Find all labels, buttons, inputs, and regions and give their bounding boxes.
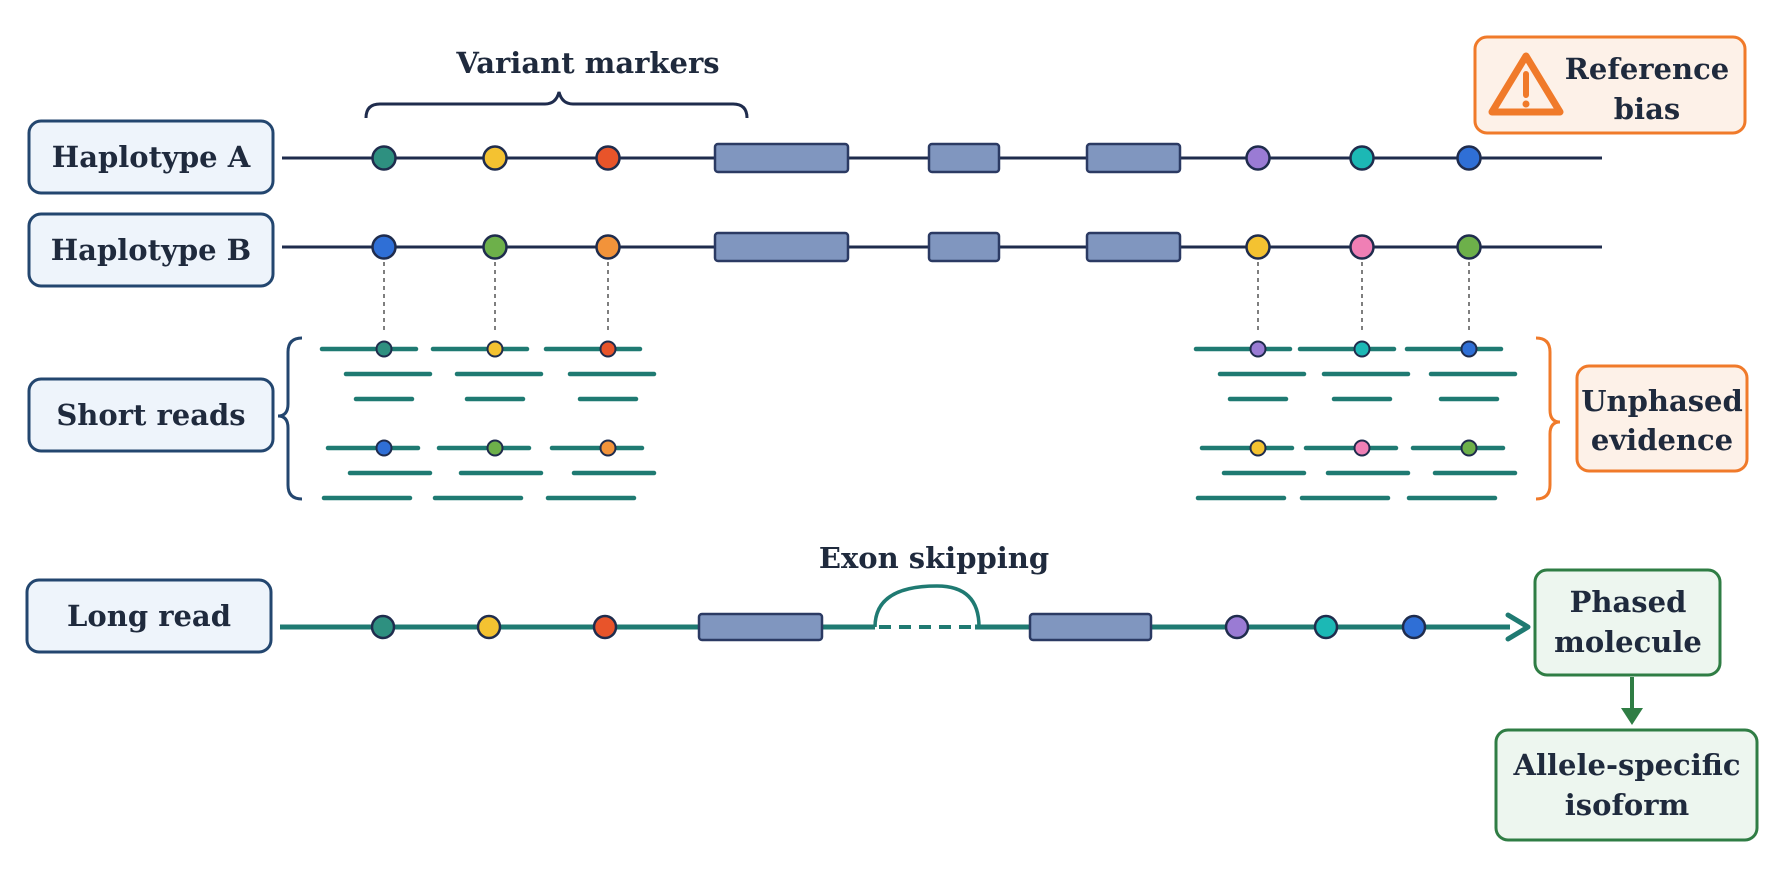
short-read-variant-marker xyxy=(1353,340,1371,358)
haplotype-b-exon xyxy=(1085,231,1182,263)
haplotype-b-label: Haplotype B xyxy=(51,233,251,267)
reference-bias-line2: bias xyxy=(1614,92,1680,126)
haplotype-a-label-box xyxy=(27,119,275,195)
long-read-markers xyxy=(370,614,1427,640)
reference-bias-line1: Reference xyxy=(1565,52,1729,86)
haplotype-a-exon xyxy=(1085,142,1182,174)
exon-skipping-arc xyxy=(873,584,981,628)
short-read-variant-marker xyxy=(486,340,504,358)
long-read-label: Long read xyxy=(67,599,231,633)
haplotype-b-variant-marker xyxy=(1456,234,1482,260)
short-read-variant-marker xyxy=(1353,439,1371,457)
haplotype-a-variant-marker xyxy=(1245,145,1271,171)
phased-molecule-line2: molecule xyxy=(1554,625,1702,659)
haplotype-a-variant-marker xyxy=(482,145,508,171)
variant-markers-title: Variant markers xyxy=(455,46,719,80)
allele-specific-isoform-line2: isoform xyxy=(1565,788,1690,822)
phased-molecule-note: Phased molecule xyxy=(1533,568,1722,677)
short-read-variant-marker xyxy=(375,340,393,358)
haplotype-b-variant-marker xyxy=(371,234,397,260)
exon-skipping-label: Exon skipping xyxy=(819,541,1049,575)
short-read-variant-marker xyxy=(599,340,617,358)
short-read-variant-marker xyxy=(599,439,617,457)
unphased-evidence-line2: evidence xyxy=(1591,423,1733,457)
haplotype-b-label-box xyxy=(27,212,275,288)
haplotype-a-label: Haplotype A xyxy=(52,140,251,174)
haplotype-b-variant-marker xyxy=(482,234,508,260)
arrow-right-icon xyxy=(1505,612,1531,642)
allele-specific-isoform-box xyxy=(1494,728,1759,842)
long-read-exon xyxy=(1028,612,1153,642)
variant-markers-brace xyxy=(364,91,749,119)
long-read-variant-marker xyxy=(1224,614,1250,640)
unphased-evidence-note: Unphased evidence xyxy=(1575,364,1749,473)
reference-bias-note: Reference bias xyxy=(1473,35,1747,135)
haplotype-a-exon xyxy=(927,142,1001,174)
long-read-exons xyxy=(697,612,1153,642)
allele-specific-isoform-line1: Allele-specific xyxy=(1513,748,1741,782)
haplotype-a-variant-marker xyxy=(1456,145,1482,171)
haplotype-b-exons xyxy=(713,231,1182,263)
unphased-evidence-line1: Unphased xyxy=(1581,384,1743,418)
haplotype-a-variant-marker xyxy=(1349,145,1375,171)
haplotype-a-exons xyxy=(713,142,1182,174)
long-read-variant-marker xyxy=(370,614,396,640)
short-read-variant-marker xyxy=(486,439,504,457)
short-reads-label-box xyxy=(27,377,275,453)
short-read-pileups xyxy=(319,340,1518,501)
allele-specific-isoform-note: Allele-specific isoform xyxy=(1494,728,1759,842)
long-read-variant-marker xyxy=(1313,614,1339,640)
phased-molecule-line1: Phased xyxy=(1570,585,1687,619)
long-read-variant-marker xyxy=(1401,614,1427,640)
short-read-variant-marker xyxy=(375,439,393,457)
arrow-down-icon xyxy=(1621,708,1643,725)
long-read-variant-marker xyxy=(476,614,502,640)
short-read-variant-marker xyxy=(1460,439,1478,457)
haplotype-b-variant-marker xyxy=(595,234,621,260)
short-read-variant-marker xyxy=(1460,340,1478,358)
variant-connectors xyxy=(383,262,1470,330)
haplotype-a-exon xyxy=(713,142,850,174)
haplotype-b-variant-marker xyxy=(1245,234,1271,260)
haplotype-a-markers xyxy=(371,145,1482,171)
haplotype-b-exon xyxy=(713,231,850,263)
short-read-variant-marker xyxy=(1249,340,1267,358)
short-reads-brace xyxy=(277,336,303,501)
short-read-variant-marker xyxy=(1249,439,1267,457)
haplotype-b-variant-marker xyxy=(1349,234,1375,260)
haplotype-a-variant-marker xyxy=(595,145,621,171)
long-read-label-box xyxy=(25,578,273,654)
unphased-evidence-box xyxy=(1575,364,1749,473)
haplotype-b-markers xyxy=(371,234,1482,260)
haplotype-a-variant-marker xyxy=(371,145,397,171)
phased-molecule-box xyxy=(1533,568,1722,677)
long-read-variant-marker xyxy=(592,614,618,640)
long-read-exon xyxy=(697,612,824,642)
unphased-brace xyxy=(1535,336,1561,501)
haplotype-b-exon xyxy=(927,231,1001,263)
short-reads-label: Short reads xyxy=(56,398,245,432)
warning-triangle-icon xyxy=(1488,52,1564,116)
